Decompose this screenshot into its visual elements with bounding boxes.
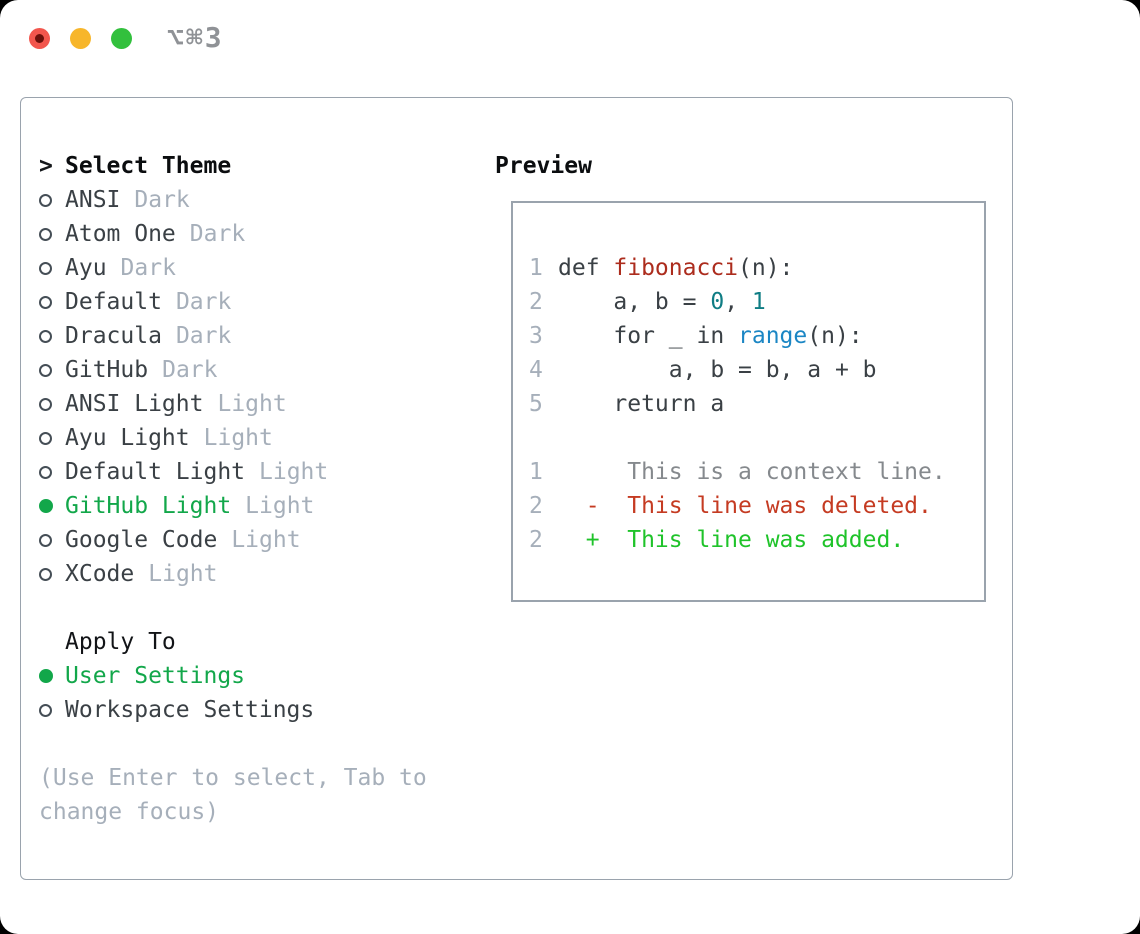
spacer (529, 421, 984, 455)
code-line: 4 a, b = b, a + b (529, 357, 877, 383)
theme-select-title: Select Theme (65, 153, 232, 179)
theme-list-column: > Select Theme ANSI Dark Atom One Dark A… (39, 149, 491, 829)
radio-icon (39, 397, 52, 411)
diff-line-context: 1 This is a context line. (529, 459, 946, 485)
apply-option-workspace-settings[interactable]: Workspace Settings (39, 693, 491, 727)
diff-plus-icon: + (585, 527, 600, 553)
diff-minus-icon: - (585, 493, 600, 519)
diff-line-added: 2 +This line was added. (529, 527, 905, 553)
line-number: 1 (529, 459, 543, 485)
line-number: 2 (529, 493, 543, 519)
theme-picker-panel: > Select Theme ANSI Dark Atom One Dark A… (20, 97, 1013, 880)
minimize-button[interactable] (70, 28, 91, 49)
line-number: 2 (529, 527, 543, 553)
theme-option[interactable]: XCode Light (39, 557, 491, 591)
radio-selected-icon (39, 669, 53, 683)
line-number: 3 (529, 323, 543, 349)
line-number: 1 (529, 255, 543, 281)
radio-icon (39, 295, 52, 309)
record-dot-icon (35, 34, 44, 43)
prompt-icon: > (39, 153, 53, 179)
hint-text-line: change focus) (39, 799, 220, 825)
code-line: 1 def fibonacci(n): (529, 255, 794, 281)
line-number: 4 (529, 357, 543, 383)
preview-box: 1 def fibonacci(n): 2 a, b = 0, 1 3 for … (511, 201, 986, 602)
spacer (39, 591, 491, 625)
code-line: 5 return a (529, 391, 725, 417)
window-shortcut-label: ⌥⌘3 (167, 21, 224, 54)
radio-icon (39, 227, 52, 241)
hint-text-line: (Use Enter to select, Tab to (39, 765, 427, 791)
apply-to-title: Apply To (65, 629, 176, 655)
code-line: 2 a, b = 0, 1 (529, 289, 766, 315)
theme-option[interactable]: ANSI Dark (39, 183, 491, 217)
theme-option[interactable]: Ayu Dark (39, 251, 491, 285)
theme-option[interactable]: Default Light Light (39, 455, 491, 489)
theme-option[interactable]: ANSI Light Light (39, 387, 491, 421)
line-number: 5 (529, 391, 543, 417)
radio-icon (39, 431, 52, 445)
radio-icon (39, 465, 52, 479)
theme-option[interactable]: Atom One Dark (39, 217, 491, 251)
zoom-button[interactable] (111, 28, 132, 49)
radio-icon (39, 567, 52, 581)
radio-icon (39, 193, 52, 207)
theme-option[interactable]: Default Dark (39, 285, 491, 319)
radio-icon (39, 533, 52, 547)
titlebar: ⌥⌘3 (0, 0, 1140, 72)
diff-line-deleted: 2 -This line was deleted. (529, 493, 932, 519)
radio-icon (39, 703, 52, 717)
apply-option-user-settings[interactable]: User Settings (39, 659, 491, 693)
theme-select-title-row: > Select Theme (39, 149, 491, 183)
theme-option[interactable]: GitHub Dark (39, 353, 491, 387)
close-button[interactable] (29, 28, 50, 49)
radio-icon (39, 261, 52, 275)
theme-option-selected[interactable]: GitHub Light Light (39, 489, 491, 523)
theme-option[interactable]: Ayu Light Light (39, 421, 491, 455)
theme-option[interactable]: Dracula Dark (39, 319, 491, 353)
code-line: 3 for _ in range(n): (529, 323, 863, 349)
radio-icon (39, 329, 52, 343)
line-number: 2 (529, 289, 543, 315)
theme-option[interactable]: Google Code Light (39, 523, 491, 557)
preview-title: Preview (495, 153, 592, 179)
spacer (39, 727, 491, 761)
radio-selected-icon (39, 499, 53, 513)
apply-to-title-row: Apply To (39, 625, 491, 659)
radio-icon (39, 363, 52, 377)
